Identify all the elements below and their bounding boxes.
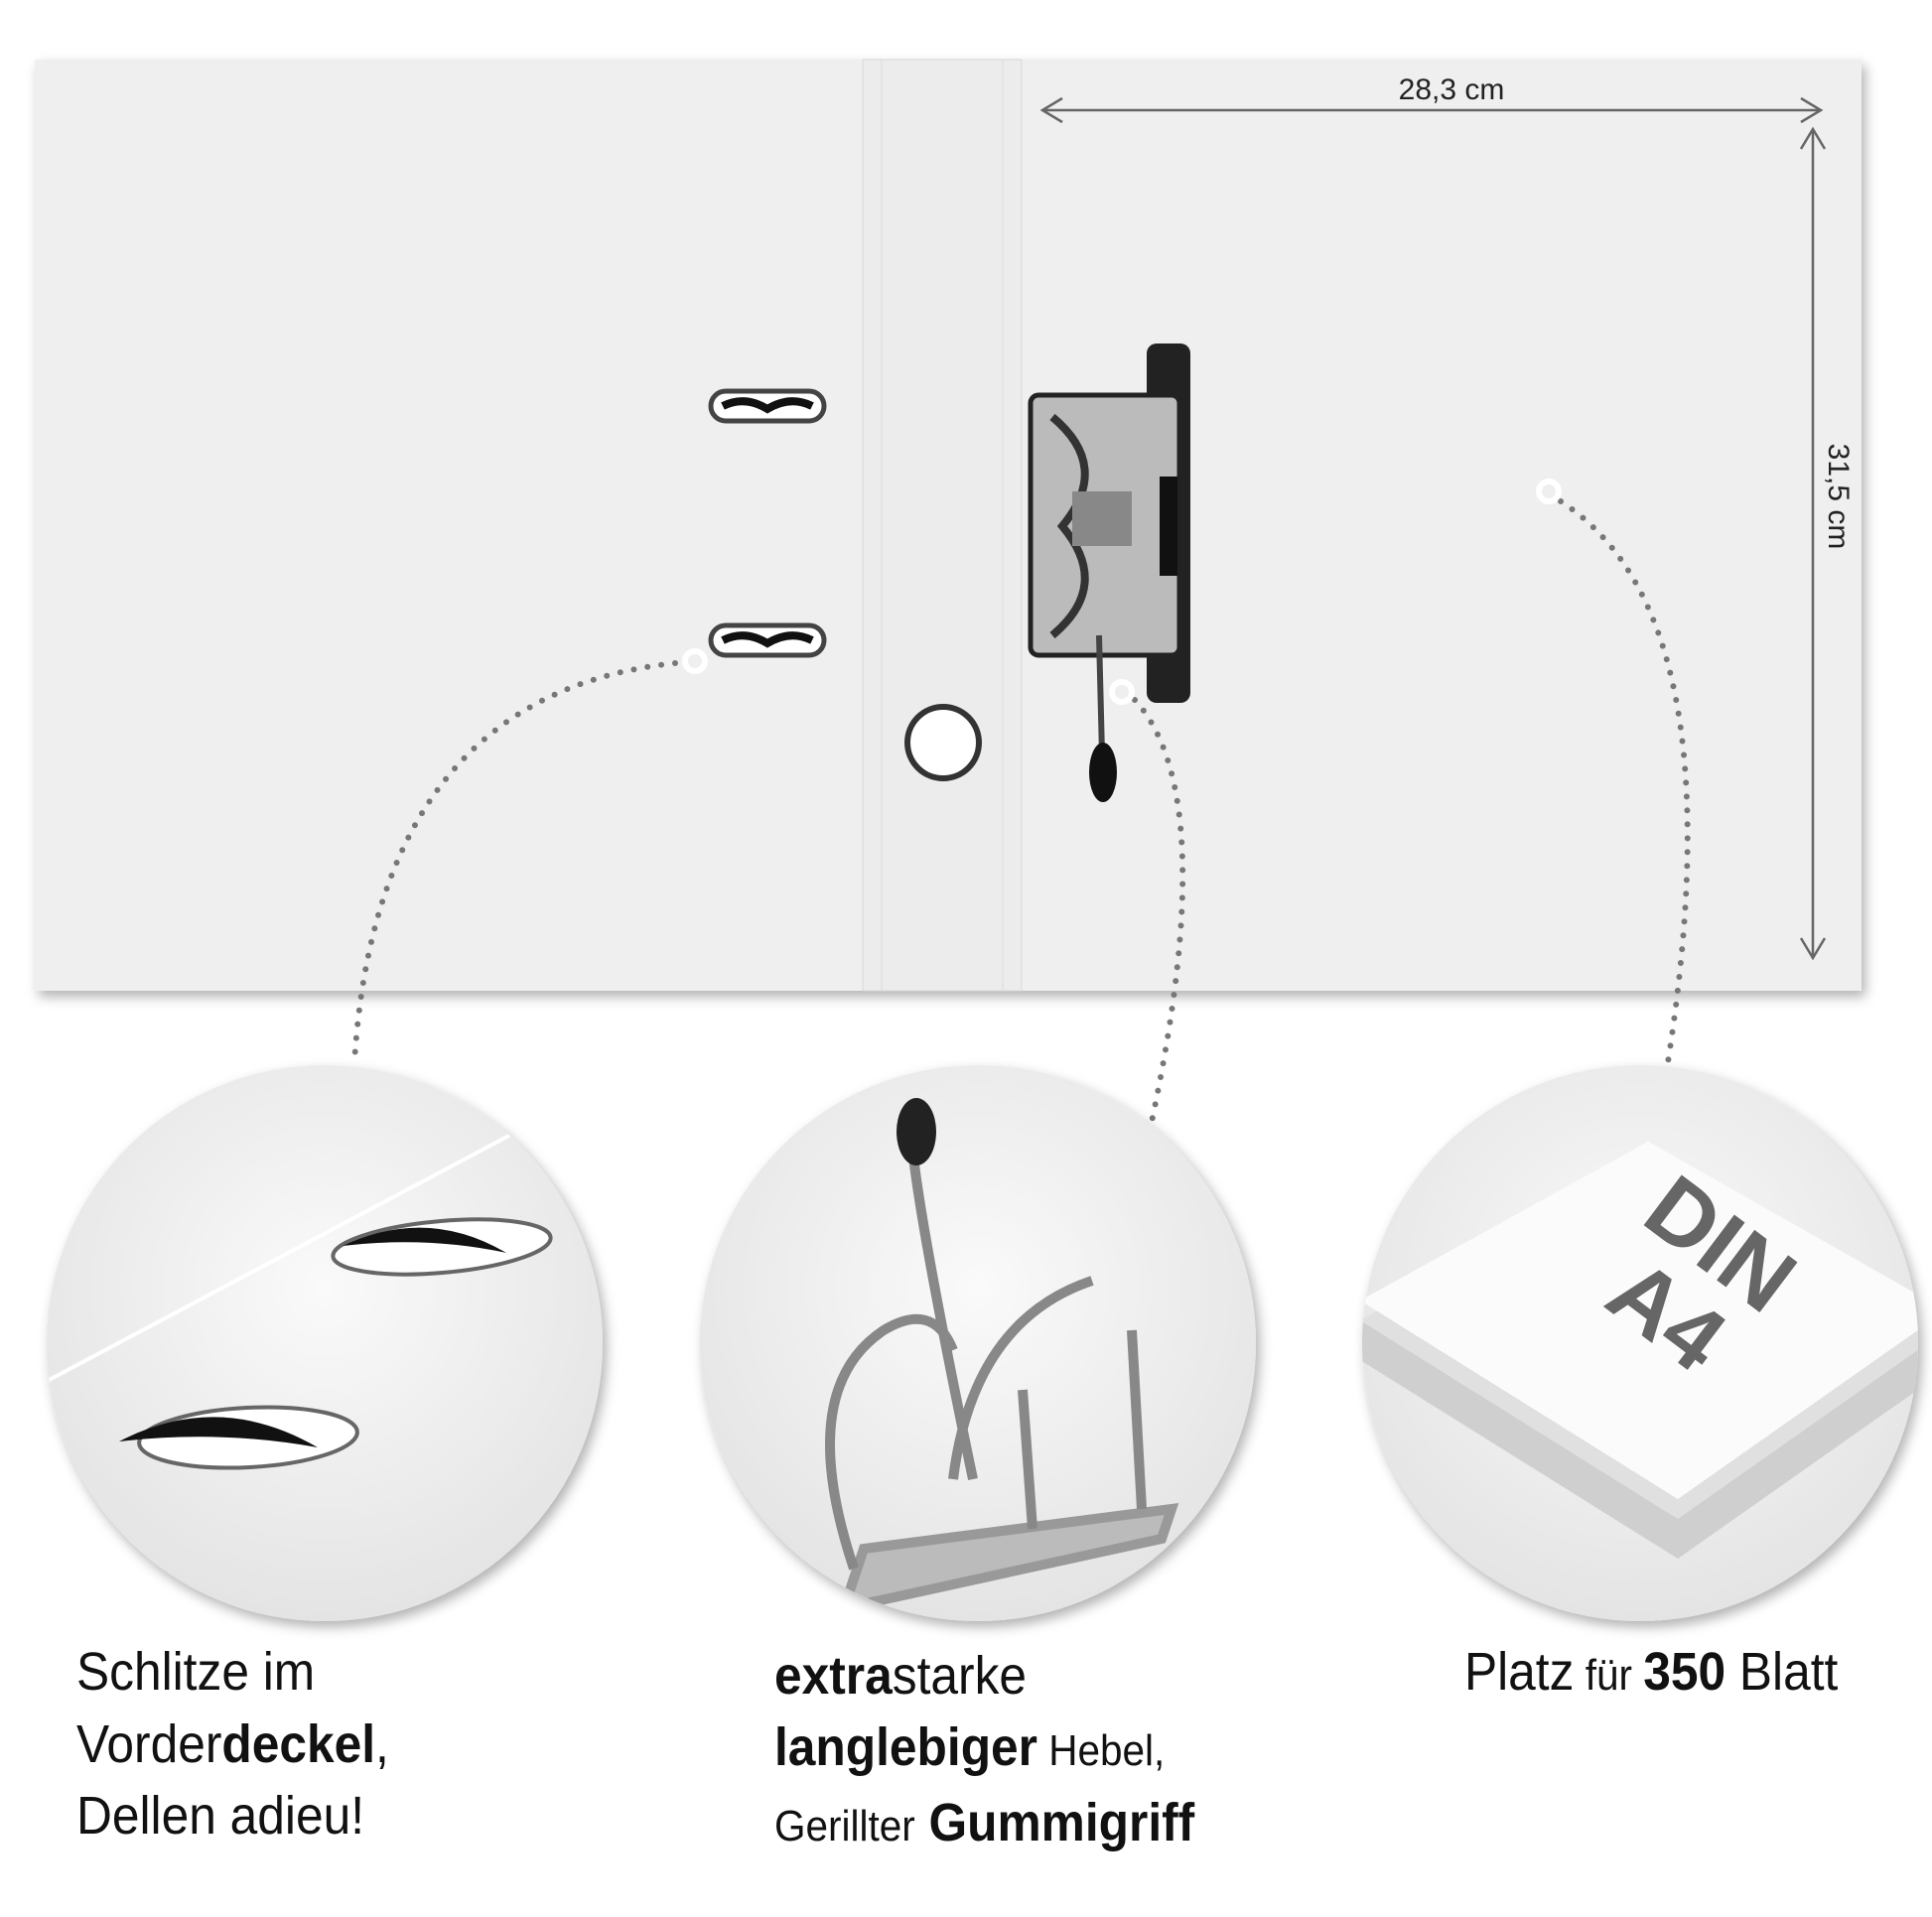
caption-line: Gerillter Gummigriff: [774, 1793, 1195, 1852]
caption-line: Dellen adieu!: [76, 1786, 365, 1846]
slots-detail-circle: [47, 1065, 603, 1621]
lever-detail-circle: [700, 1065, 1256, 1621]
caption-capacity: Platz für 350 Blatt: [1464, 1636, 1838, 1712]
lever-mechanism: [1028, 343, 1190, 802]
caption-line: extrastarke: [774, 1646, 1028, 1706]
caption-line: Schlitze im: [76, 1642, 316, 1702]
caption-slots: Schlitze im Vorderdeckel, Dellen adieu!: [76, 1636, 389, 1851]
paper-detail-circle: DIN A4: [1362, 1065, 1918, 1621]
caption-line: langlebiger Hebel,: [774, 1717, 1166, 1777]
dotted-connectors: [351, 498, 1691, 1125]
height-label: 31,5 cm: [1822, 444, 1855, 550]
caption-line: Vorderdeckel,: [76, 1714, 389, 1774]
caption-line: Platz für 350 Blatt: [1464, 1642, 1839, 1702]
open-folder: 28,3 cm 31,5 cm: [35, 59, 1862, 992]
finger-hole: [904, 704, 982, 781]
width-label: 28,3 cm: [1399, 73, 1505, 106]
cover-slots: [708, 388, 827, 658]
width-dimension: [1039, 96, 1824, 124]
caption-lever: extrastarke langlebiger Hebel, Gerillter…: [774, 1640, 1194, 1862]
height-dimension: [1799, 126, 1827, 961]
